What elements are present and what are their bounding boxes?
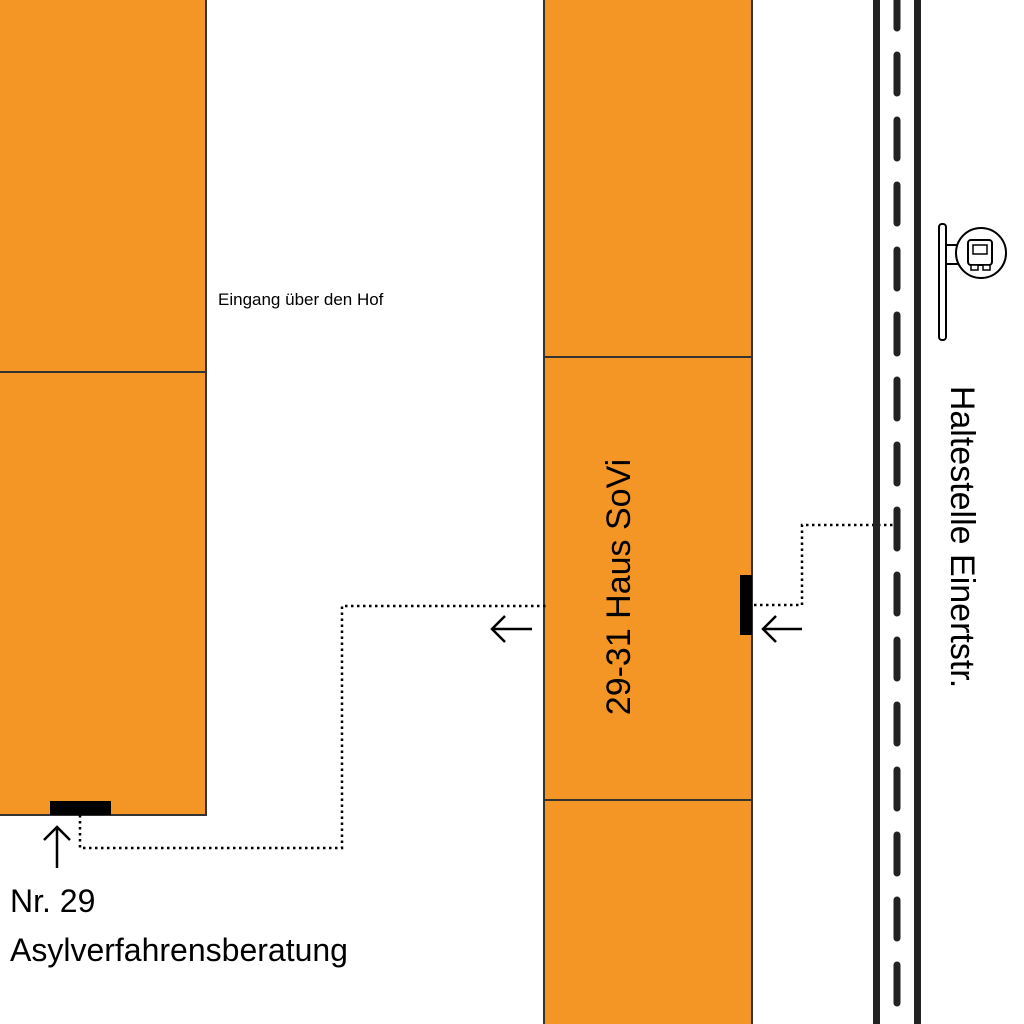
arrow-left-icon: [761, 615, 802, 643]
building-left-top: [0, 0, 207, 373]
door-nr-29: [50, 801, 111, 815]
building-nr-29: [0, 371, 207, 816]
courtyard-entrance-label: Eingang über den Hof: [218, 290, 384, 309]
bus-stop-sign-icon: [938, 223, 1007, 341]
building-haus-sovi: [543, 356, 753, 801]
arrow-left-icon: [490, 615, 532, 643]
arrows: [43, 615, 802, 868]
bus-stop-label: Haltestelle Einertstr.: [943, 386, 981, 688]
buildings: [0, 0, 753, 1024]
destination-number: Nr. 29: [10, 883, 95, 919]
building-mid-bottom: [543, 799, 753, 1024]
destination-name: Asylverfahrensberatung: [10, 932, 348, 968]
street-edge-right: [914, 0, 921, 1024]
street-edge-left: [873, 0, 880, 1024]
street: [873, 0, 921, 1024]
path-to-nr-29: [78, 604, 546, 850]
building-mid-top: [543, 0, 753, 358]
building-label-haus-sovi: 29-31 Haus SoVi: [600, 459, 638, 715]
arrow-up-icon: [43, 825, 71, 868]
walking-path: [78, 523, 896, 850]
door-haus-sovi: [740, 575, 752, 635]
path-from-stop: [754, 523, 896, 607]
